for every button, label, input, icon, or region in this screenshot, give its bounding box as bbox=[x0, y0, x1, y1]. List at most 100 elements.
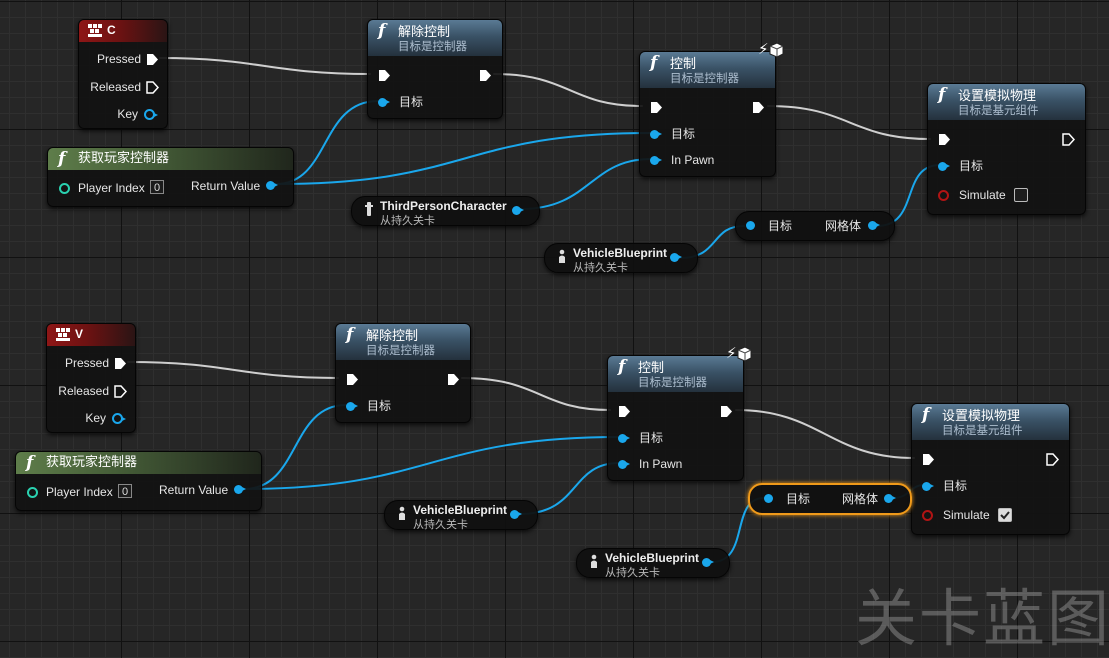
player-index-pin-icon[interactable] bbox=[27, 487, 38, 498]
function-icon: f bbox=[346, 325, 354, 345]
exec-out-pin-icon[interactable] bbox=[114, 385, 127, 398]
keyboard-icon bbox=[56, 328, 70, 341]
pin-label-target: 目标 bbox=[399, 95, 424, 109]
function-icon: f bbox=[618, 357, 626, 377]
exec-wire bbox=[493, 73, 643, 107]
node-header: f 设置模拟物理 目标是基元组件 bbox=[912, 404, 1069, 440]
player-index-input[interactable]: 0 bbox=[118, 484, 132, 498]
node-header: f 控制 目标是控制器 bbox=[608, 356, 743, 392]
node-title: 解除控制 bbox=[366, 328, 419, 343]
exec-out-pin-icon[interactable] bbox=[479, 69, 492, 82]
authority-bolt-icon: ⚡ bbox=[758, 41, 769, 58]
exec-out-pin-icon[interactable] bbox=[447, 373, 460, 386]
exec-in-pin-icon[interactable] bbox=[346, 373, 359, 386]
event-key-c-node[interactable]: C Pressed Released Key bbox=[78, 19, 168, 129]
exec-out-pin-icon[interactable] bbox=[114, 357, 127, 370]
node-title: 解除控制 bbox=[398, 24, 451, 39]
check-icon bbox=[1000, 511, 1010, 520]
target-pin-icon[interactable] bbox=[746, 221, 755, 230]
possess-node[interactable]: f 控制 目标是控制器 目标 In Pawn bbox=[639, 51, 776, 177]
exec-out-pin-icon[interactable] bbox=[1062, 133, 1075, 146]
pin-label-pressed: Pressed bbox=[96, 52, 141, 66]
function-icon: f bbox=[26, 453, 34, 473]
target-pin-icon[interactable] bbox=[650, 130, 662, 139]
exec-out-pin-icon[interactable] bbox=[752, 101, 765, 114]
exec-in-pin-icon[interactable] bbox=[618, 405, 631, 418]
key-out-pin-icon[interactable] bbox=[112, 413, 126, 424]
mesh-out-pin-icon[interactable] bbox=[868, 221, 880, 230]
pin-label-mesh: 网格体 bbox=[842, 492, 879, 506]
exec-out-pin-icon[interactable] bbox=[720, 405, 733, 418]
in-pawn-pin-icon[interactable] bbox=[650, 156, 662, 165]
pin-label-pressed: Pressed bbox=[64, 356, 109, 370]
set-simulate-physics-node[interactable]: f 设置模拟物理 目标是基元组件 目标 Simulate bbox=[911, 403, 1070, 535]
return-value-pin-icon[interactable] bbox=[234, 485, 246, 494]
return-value-pin-icon[interactable] bbox=[266, 181, 278, 190]
possess-node[interactable]: f 控制 目标是控制器 目标 In Pawn bbox=[607, 355, 744, 481]
object-wire bbox=[275, 132, 652, 185]
exec-wire bbox=[767, 105, 931, 140]
get-mesh-node[interactable]: 目标 网格体 bbox=[735, 211, 895, 241]
node-header: V bbox=[47, 324, 135, 346]
node-subtitle: 目标是控制器 bbox=[670, 73, 739, 85]
simulate-checkbox[interactable] bbox=[1014, 188, 1028, 202]
pin-label-target: 目标 bbox=[786, 492, 811, 506]
var-out-pin-icon[interactable] bbox=[670, 253, 682, 262]
var-sub: 从持久关卡 bbox=[605, 567, 660, 579]
var-out-pin-icon[interactable] bbox=[702, 558, 714, 567]
node-header: f 解除控制 目标是控制器 bbox=[336, 324, 470, 360]
simulate-checkbox[interactable] bbox=[998, 508, 1012, 522]
player-index-input[interactable]: 0 bbox=[150, 180, 164, 194]
pin-label-target: 目标 bbox=[367, 399, 392, 413]
node-title: 控制 bbox=[670, 56, 697, 71]
node-header: C bbox=[79, 20, 167, 42]
var-out-pin-icon[interactable] bbox=[512, 206, 524, 215]
mesh-out-pin-icon[interactable] bbox=[884, 494, 896, 503]
var-name: ThirdPersonCharacter bbox=[380, 199, 507, 213]
exec-in-pin-icon[interactable] bbox=[650, 101, 663, 114]
node-title: 设置模拟物理 bbox=[958, 88, 1037, 103]
get-player-controller-node[interactable]: f 获取玩家控制器 Player Index 0 Return Value bbox=[15, 451, 262, 511]
authority-bolt-icon: ⚡ bbox=[726, 345, 737, 362]
exec-out-pin-icon[interactable] bbox=[146, 53, 159, 66]
target-pin-icon[interactable] bbox=[618, 434, 630, 443]
unpossess-node[interactable]: f 解除控制 目标是控制器 目标 bbox=[335, 323, 471, 423]
exec-in-pin-icon[interactable] bbox=[378, 69, 391, 82]
node-subtitle: 目标是基元组件 bbox=[958, 105, 1039, 117]
unpossess-node[interactable]: f 解除控制 目标是控制器 目标 bbox=[367, 19, 503, 119]
vehicle-blueprint-var[interactable]: VehicleBlueprint 从持久关卡 bbox=[544, 243, 698, 274]
node-header: f 获取玩家控制器 bbox=[48, 148, 293, 170]
pin-label-simulate: Simulate bbox=[959, 188, 1006, 202]
vehicle-blueprint-var[interactable]: VehicleBlueprint 从持久关卡 bbox=[576, 548, 730, 579]
target-pin-icon[interactable] bbox=[922, 482, 934, 491]
key-out-pin-icon[interactable] bbox=[144, 109, 158, 120]
event-key-v-node[interactable]: V Pressed Released Key bbox=[46, 323, 136, 433]
set-simulate-physics-node[interactable]: f 设置模拟物理 目标是基元组件 目标 Simulate bbox=[927, 83, 1086, 215]
simulate-pin-icon[interactable] bbox=[922, 510, 933, 521]
third-person-character-var[interactable]: ThirdPersonCharacter 从持久关卡 bbox=[351, 196, 540, 227]
var-sub: 从持久关卡 bbox=[573, 262, 628, 274]
target-pin-icon[interactable] bbox=[378, 98, 390, 107]
exec-out-pin-icon[interactable] bbox=[1046, 453, 1059, 466]
exec-in-pin-icon[interactable] bbox=[922, 453, 935, 466]
exec-in-pin-icon[interactable] bbox=[938, 133, 951, 146]
get-mesh-node-selected[interactable]: 目标 网格体 bbox=[748, 483, 912, 515]
simulate-pin-icon[interactable] bbox=[938, 190, 949, 201]
exec-out-pin-icon[interactable] bbox=[146, 81, 159, 94]
player-index-pin-icon[interactable] bbox=[59, 183, 70, 194]
in-pawn-pin-icon[interactable] bbox=[618, 460, 630, 469]
vehicle-blueprint-var[interactable]: VehicleBlueprint 从持久关卡 bbox=[384, 500, 538, 531]
pin-label-target: 目标 bbox=[639, 431, 664, 445]
target-pin-icon[interactable] bbox=[346, 402, 358, 411]
var-out-pin-icon[interactable] bbox=[510, 510, 522, 519]
pawn-reference-icon bbox=[591, 554, 597, 568]
node-header: f 设置模拟物理 目标是基元组件 bbox=[928, 84, 1085, 120]
pin-label-return-value: Return Value bbox=[159, 483, 229, 497]
node-title: V bbox=[75, 327, 84, 341]
function-icon: f bbox=[938, 85, 946, 105]
get-player-controller-node[interactable]: f 获取玩家控制器 Player Index 0 Return Value bbox=[47, 147, 294, 207]
pin-label-in-pawn: In Pawn bbox=[639, 457, 683, 471]
target-pin-icon[interactable] bbox=[764, 494, 773, 503]
node-subtitle: 目标是控制器 bbox=[638, 377, 707, 389]
target-pin-icon[interactable] bbox=[938, 162, 950, 171]
